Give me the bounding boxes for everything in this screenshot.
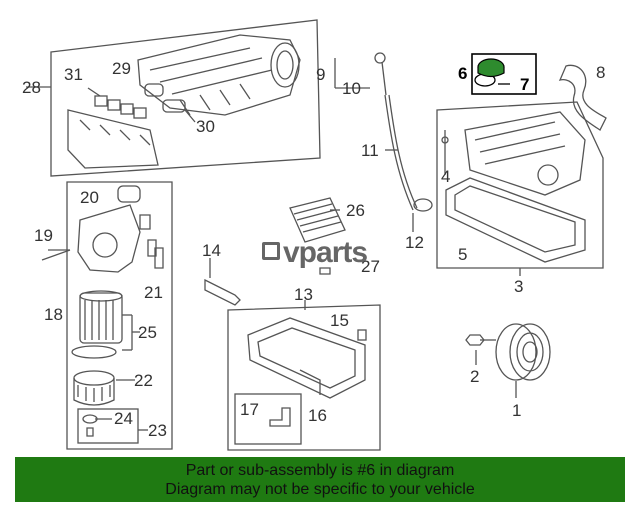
- drain-group-box: [77, 408, 139, 444]
- logo-mark-icon: [262, 242, 280, 260]
- info-banner: Part or sub-assembly is #6 in diagram Di…: [15, 457, 625, 502]
- callout-29: 29: [112, 59, 131, 78]
- oil-filter-housing-part: [77, 204, 164, 273]
- crank-pulley-part: [495, 323, 551, 381]
- callout-11: 11: [361, 141, 379, 160]
- callout-13: 13: [294, 285, 313, 304]
- callout-14: 14: [202, 241, 221, 260]
- oil-filter-housing-group-box: [66, 181, 173, 450]
- o-ring-part: [71, 345, 117, 359]
- valve-cover-part: [464, 111, 586, 196]
- lower-manifold-part: [67, 109, 159, 169]
- callout-25: 25: [138, 323, 157, 342]
- oil-pan-group-box: [227, 304, 381, 451]
- watermark-logo: vparts: [262, 236, 368, 270]
- banner-line-2: Diagram may not be specific to your vehi…: [165, 481, 475, 498]
- intake-manifold-part: [137, 34, 301, 116]
- valve-cover-gasket-part: [445, 177, 586, 263]
- callout-19: 19: [34, 226, 53, 245]
- callout-3: 3: [514, 277, 523, 296]
- callout-17: 17: [240, 400, 259, 419]
- filter-cap-part: [73, 370, 115, 406]
- intake-manifold-group-box: [50, 19, 321, 177]
- callout-15: 15: [330, 311, 349, 330]
- banner-line-1: Part or sub-assembly is #6 in diagram: [185, 462, 455, 479]
- watermark-text: vparts: [283, 236, 368, 269]
- callout-30: 30: [196, 117, 215, 136]
- callout-7: 7: [520, 75, 529, 94]
- callout-16: 16: [308, 406, 327, 425]
- callout-12: 12: [405, 233, 424, 252]
- gasket-set-31-part: [87, 87, 147, 119]
- callout-18: 18: [44, 305, 63, 324]
- callout-2: 2: [470, 367, 479, 386]
- callout-23: 23: [148, 421, 167, 440]
- callout-1: 1: [512, 401, 521, 420]
- oil-pan-part: [247, 317, 366, 399]
- oil-pan-bolt-part: [357, 329, 367, 341]
- part-14-part: [204, 278, 241, 306]
- gasket-20-part: [117, 185, 141, 203]
- gasket-30-part: [162, 99, 186, 113]
- oil-cooler-part: [289, 197, 346, 243]
- dipstick-part: [334, 52, 433, 212]
- breather-hose-part: [558, 64, 607, 131]
- callout-4: 4: [441, 167, 450, 186]
- callout-8: 8: [596, 63, 605, 82]
- callout-9: 9: [316, 65, 325, 84]
- callout-28: 28: [22, 78, 41, 97]
- drain-plug-group-box: [234, 393, 302, 445]
- callout-21: 21: [144, 283, 163, 302]
- filler-cap-group-box: [471, 53, 537, 95]
- callout-6: 6: [458, 64, 467, 83]
- callout-26: 26: [346, 201, 365, 220]
- gasket-29-part: [144, 83, 164, 97]
- callout-5: 5: [458, 245, 467, 264]
- callout-22: 22: [134, 371, 153, 390]
- oil-filter-element-part: [79, 292, 123, 344]
- crank-bolt-part: [465, 334, 496, 346]
- callout-31: 31: [64, 65, 83, 84]
- callout-20: 20: [80, 188, 99, 207]
- callout-27: 27: [361, 257, 380, 276]
- valve-cover-group-box: [436, 101, 604, 269]
- callout-10: 10: [342, 79, 361, 98]
- callout-24: 24: [114, 409, 133, 428]
